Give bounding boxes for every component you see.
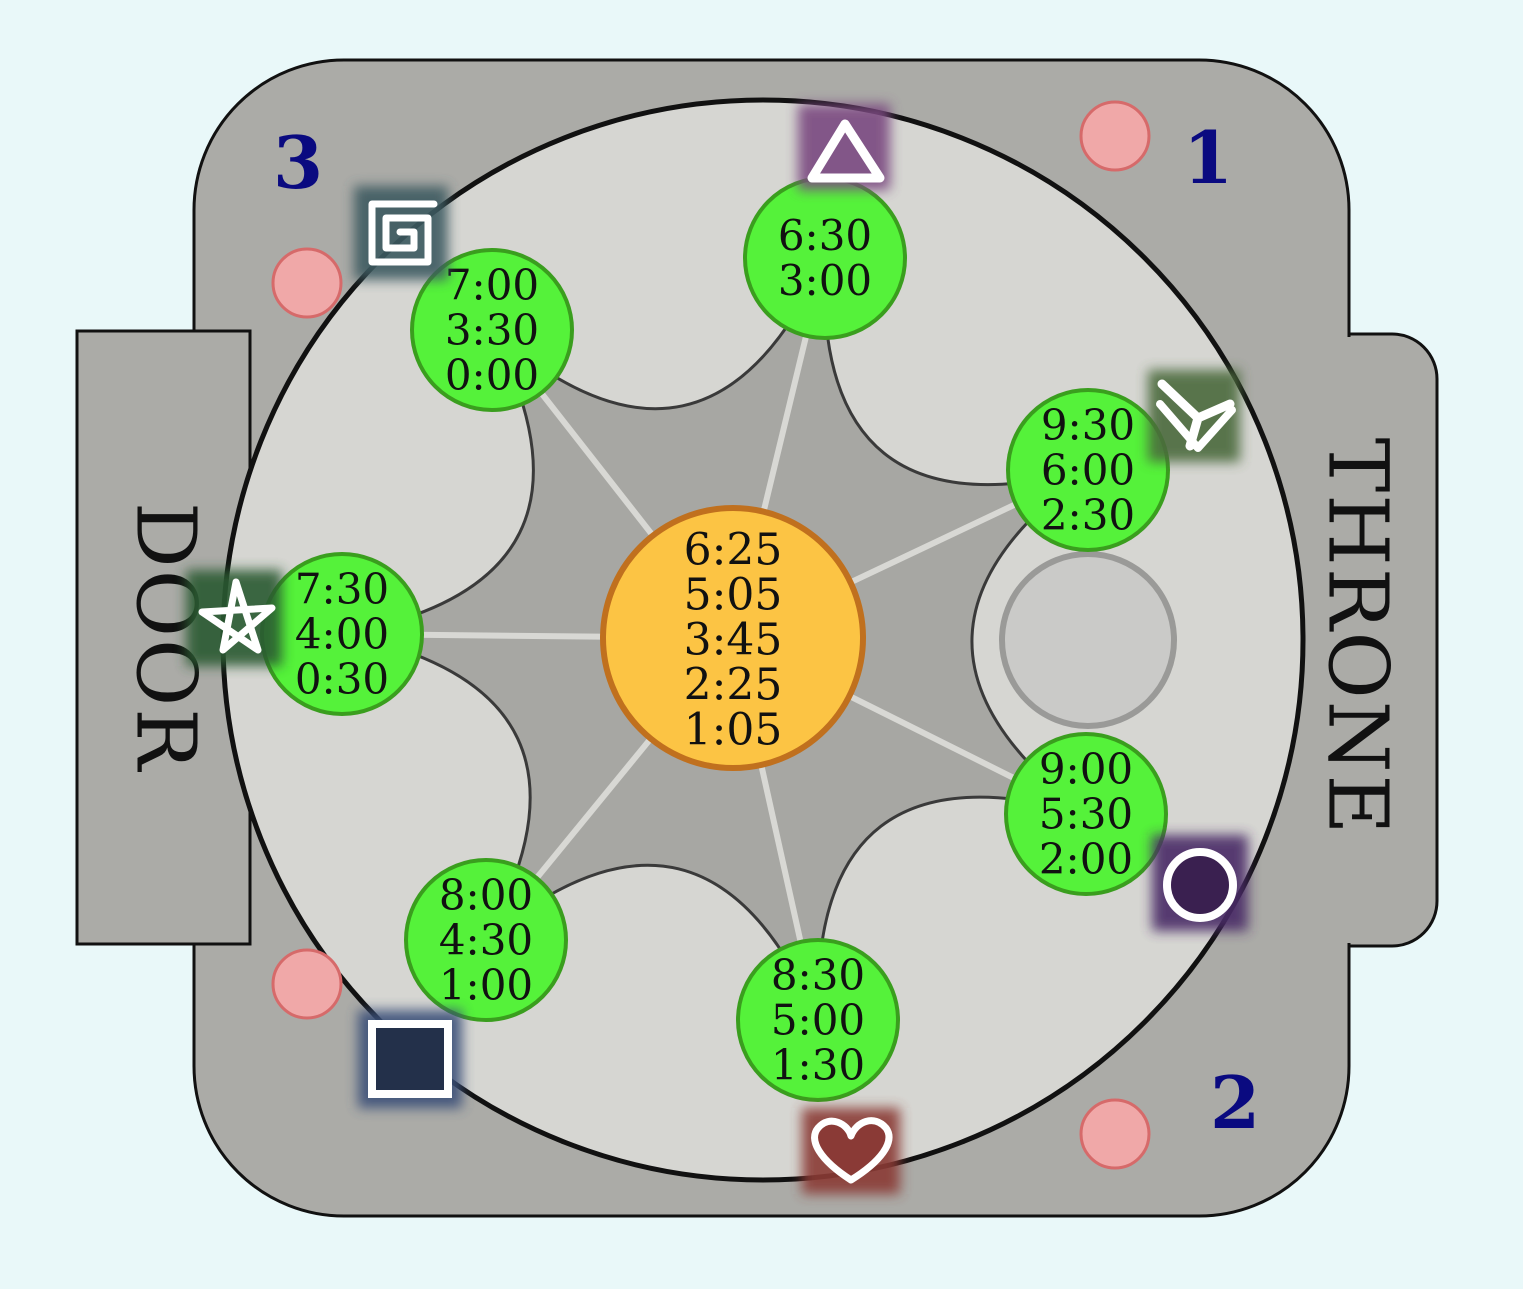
arrow-down-icon bbox=[1148, 370, 1240, 462]
node-heart: 8:305:001:30 bbox=[736, 938, 900, 1102]
node-spiral: 7:003:300:00 bbox=[410, 248, 574, 412]
node-circle-shape bbox=[404, 858, 568, 1022]
star-icon bbox=[186, 570, 282, 666]
node-time: 4:00 bbox=[295, 610, 389, 659]
node-time: 3:30 bbox=[445, 306, 539, 355]
center-time: 2:25 bbox=[684, 660, 783, 711]
center-node: 6:255:053:452:251:05 bbox=[600, 505, 866, 771]
center-time: 6:25 bbox=[684, 525, 783, 576]
throne-recess bbox=[995, 547, 1181, 733]
markers bbox=[271, 100, 1151, 1170]
node-time: 9:30 bbox=[1041, 401, 1135, 450]
marker bbox=[271, 948, 343, 1020]
node-time: 6:30 bbox=[778, 211, 872, 260]
node-circle: 9:005:302:00 bbox=[1004, 732, 1168, 896]
node-time: 4:30 bbox=[439, 916, 533, 965]
node-star: 7:304:000:30 bbox=[260, 552, 424, 716]
node-time: 8:00 bbox=[439, 871, 533, 920]
node-circle-shape bbox=[1004, 732, 1168, 896]
node-time: 7:00 bbox=[445, 261, 539, 310]
circle-icon bbox=[1152, 835, 1248, 931]
node-square: 8:004:301:00 bbox=[404, 858, 568, 1022]
center-time: 3:45 bbox=[684, 615, 783, 666]
node-time: 6:00 bbox=[1041, 446, 1135, 495]
center-time: 5:05 bbox=[684, 570, 783, 621]
node-time: 5:30 bbox=[1039, 790, 1133, 839]
node-time: 9:00 bbox=[1039, 745, 1133, 794]
node-circle-shape bbox=[410, 248, 574, 412]
node-time: 1:30 bbox=[771, 1041, 865, 1090]
node-arrow: 9:306:002:30 bbox=[1006, 388, 1170, 552]
node-time: 2:00 bbox=[1039, 835, 1133, 884]
node-time: 1:00 bbox=[439, 961, 533, 1010]
corner-number-3: 3 bbox=[273, 120, 323, 205]
node-time: 0:00 bbox=[445, 351, 539, 400]
spiral-icon bbox=[354, 186, 448, 280]
symbols bbox=[186, 104, 1248, 1194]
triangle-icon bbox=[798, 104, 890, 190]
node-time: 8:30 bbox=[771, 951, 865, 1000]
node-circle-shape bbox=[736, 938, 900, 1102]
node-time: 2:30 bbox=[1041, 491, 1135, 540]
node-time: 7:30 bbox=[295, 565, 389, 614]
marker bbox=[271, 247, 343, 319]
node-circle-shape bbox=[1006, 388, 1170, 552]
center-time: 1:05 bbox=[684, 705, 783, 756]
throne-label: THRONE bbox=[1310, 438, 1405, 837]
marker bbox=[1079, 100, 1151, 172]
node-time: 3:00 bbox=[778, 256, 872, 305]
timing-nodes: 6:303:00 9:306:002:30 9:005:302:00 8:305:00… bbox=[260, 176, 1170, 1102]
square-icon bbox=[358, 1010, 462, 1108]
node-triangle: 6:303:00 bbox=[743, 176, 907, 340]
corner-number-1: 1 bbox=[1183, 115, 1233, 200]
node-time: 0:30 bbox=[295, 655, 389, 704]
marker bbox=[1079, 1098, 1151, 1170]
corner-number-2: 2 bbox=[1210, 1060, 1260, 1145]
node-time: 5:00 bbox=[771, 996, 865, 1045]
heart-icon bbox=[802, 1108, 900, 1194]
